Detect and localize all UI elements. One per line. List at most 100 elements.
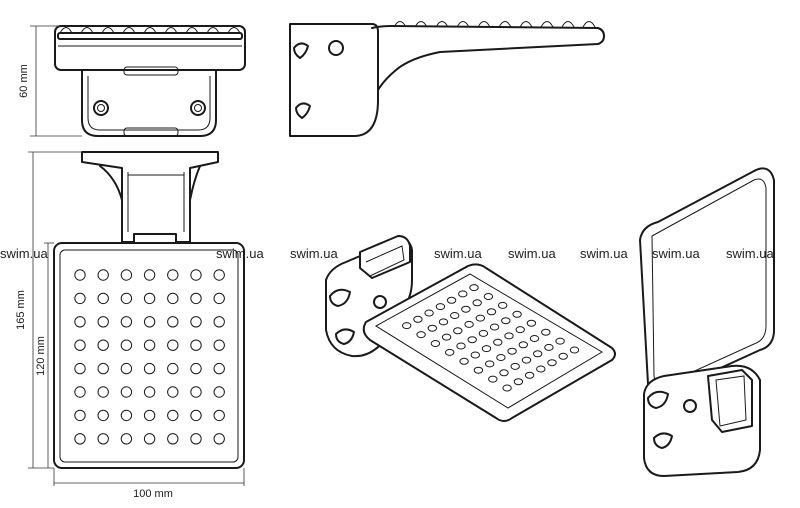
perforation-hole [120, 292, 133, 305]
perforation-hole [533, 350, 543, 358]
watermark-row: swim.ua swim.ua swim.ua swim.ua swim.ua … [0, 246, 774, 261]
perforation-hole [464, 320, 474, 328]
perforation-hole [489, 323, 500, 331]
edge-bump [227, 27, 241, 34]
watermark-text: swim.ua [726, 246, 774, 261]
edge-bump [59, 27, 73, 34]
perforation-hole [97, 386, 109, 398]
perforation-hole [518, 341, 528, 349]
perforation-hole [143, 316, 156, 328]
watermark-text: swim.ua [434, 246, 482, 261]
perforation-hole [486, 308, 497, 316]
top-front-view [54, 25, 246, 137]
perforation-hole [167, 316, 179, 328]
perforation-hole [475, 314, 485, 322]
perforation-hole [167, 362, 179, 375]
perforation-hole [190, 362, 202, 375]
perforation-hole [541, 328, 551, 336]
perforation-hole [74, 269, 86, 281]
perforation-hole [97, 292, 109, 305]
edge-bump [393, 21, 407, 28]
main-front-view [53, 151, 245, 469]
iso-view-folded [639, 167, 775, 477]
edge-bump [477, 21, 491, 28]
dim-label-60mm: 60 mm [18, 64, 30, 98]
perforation-hole [74, 409, 86, 422]
perforation-hole [143, 409, 156, 422]
perforation-hole [213, 269, 225, 281]
perforation-hole [190, 339, 202, 351]
perforation-hole [167, 292, 179, 305]
perforation-hole [427, 324, 437, 332]
perforation-hole [190, 269, 202, 281]
perforation-hole [512, 310, 522, 318]
perforation-hole [213, 409, 225, 422]
perforation-hole [481, 345, 492, 353]
perforation-hole [74, 292, 86, 305]
perforation-hole [499, 369, 509, 377]
perforation-hole [456, 342, 466, 350]
perforation-hole [97, 316, 109, 328]
perforation-hole [213, 292, 225, 305]
perforation-hole [467, 336, 477, 344]
perforation-hole [441, 333, 452, 341]
perforation-hole [488, 375, 498, 383]
perforation-hole [478, 329, 489, 337]
perforation-hole [97, 362, 109, 375]
edge-bump [456, 21, 470, 28]
perforation-hole [190, 386, 202, 398]
edge-bump [582, 21, 596, 28]
perforation-hole [120, 409, 133, 422]
perforation-hole [213, 316, 225, 328]
perforation-hole [143, 292, 156, 305]
perforation-hole [445, 348, 455, 356]
perforation-hole [167, 433, 179, 445]
perforation-hole [74, 362, 86, 375]
perforation-hole [143, 339, 156, 351]
perforation-hole [502, 384, 512, 392]
perforation-hole [120, 316, 133, 328]
edge-bump [498, 21, 512, 28]
perforation-hole [498, 301, 508, 309]
watermark-text: swim.ua [0, 246, 48, 261]
edge-bump [80, 27, 94, 34]
perforation-hole [190, 409, 202, 422]
perforation-hole [120, 433, 133, 445]
perforation-hole [521, 356, 532, 364]
watermark-text: swim.ua [580, 246, 628, 261]
perforation-hole [120, 269, 133, 281]
perforation-hole [143, 362, 156, 375]
edge-bump [540, 21, 554, 28]
perforation-hole [524, 371, 535, 379]
perforation-hole [167, 386, 179, 398]
perforation-hole [472, 299, 482, 307]
edge-bump [206, 27, 220, 34]
dim-label-120mm: 120 mm [35, 336, 47, 376]
perforation-hole [470, 351, 480, 359]
perforation-hole [120, 386, 133, 398]
perforation-hole [424, 309, 434, 317]
perforation-hole [120, 339, 133, 351]
perforation-hole [473, 366, 484, 374]
perforation-hole [167, 409, 179, 422]
perforation-hole [515, 326, 525, 334]
perforation-hole [453, 327, 463, 335]
perforation-hole [167, 339, 179, 351]
perforation-hole [213, 433, 225, 445]
perforation-hole [446, 296, 457, 304]
perforation-hole [97, 433, 109, 445]
perforation-hole [536, 365, 546, 373]
perforation-hole [213, 386, 225, 398]
edge-bump [101, 27, 115, 34]
perforation-hole [74, 386, 86, 398]
perforation-hole [483, 293, 494, 300]
perforation-hole [97, 409, 109, 422]
perforation-hole [402, 322, 412, 330]
perforation-hole [413, 315, 423, 323]
top-side-view [289, 21, 605, 137]
perforation-hole [438, 318, 449, 326]
watermark-text: swim.ua [508, 246, 556, 261]
iso-view-open [325, 235, 616, 422]
perforation-hole [504, 332, 514, 340]
